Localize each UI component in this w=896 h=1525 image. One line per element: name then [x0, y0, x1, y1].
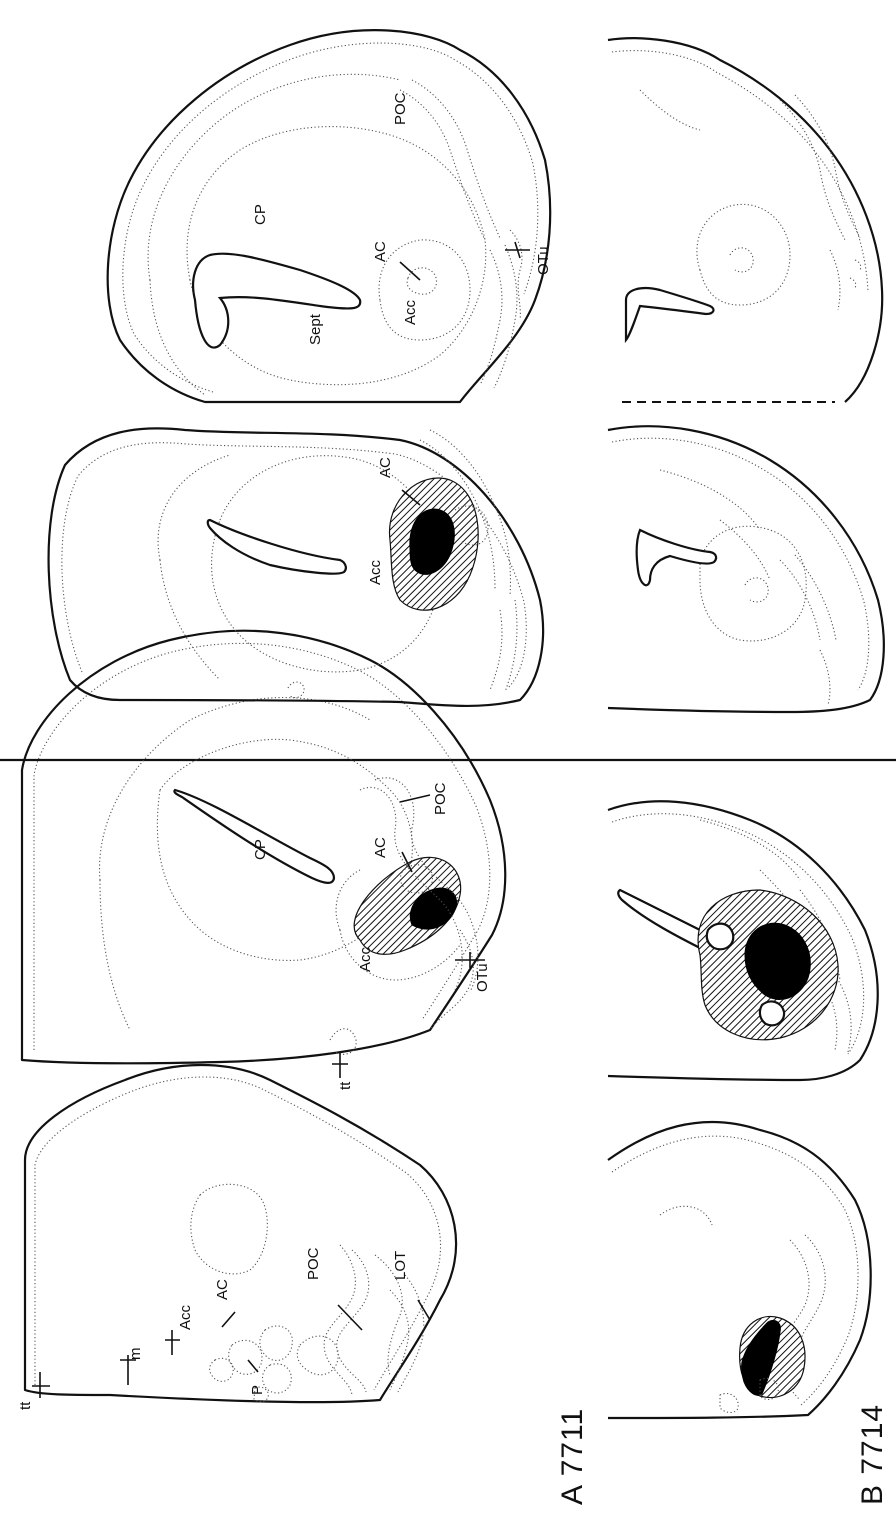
section-a1-poc-layer: [324, 1245, 402, 1395]
panel-b-label: B 7714: [856, 1404, 889, 1505]
section-a1-label-tt: tt: [17, 1401, 34, 1410]
section-a4-ac-leader: [400, 262, 420, 280]
section-a4-label-otu: OTu: [535, 246, 552, 275]
section-a2-poc-leader: [400, 795, 430, 802]
section-a4-label-sept: Sept: [307, 313, 324, 345]
section-b2: [608, 801, 878, 1080]
section-a2-label-ac: AC: [372, 837, 389, 858]
section-a4-outer-layer: [148, 74, 400, 395]
section-a2-label-poc: POC: [432, 782, 449, 815]
section-b4-striatum: [697, 204, 790, 305]
section-b1-outline: [608, 1122, 871, 1418]
section-a2-label-cp: CP: [252, 839, 269, 860]
section-a2-cp-outer: [100, 698, 370, 1031]
section-a1-label-ac: AC: [214, 1279, 231, 1300]
section-a4-outline: [108, 30, 551, 402]
section-b3: [608, 426, 884, 712]
section-a4-label-poc: POC: [392, 92, 409, 125]
panel-a-label: A 7711: [556, 1408, 589, 1505]
section-a1-acc-leader: [165, 1330, 180, 1355]
section-a3-outer-layer: [158, 455, 230, 680]
section-a1-inner-contour: [35, 1077, 441, 1390]
panel-b: B 7714: [608, 38, 889, 1505]
section-a2-tt-leader: [332, 1052, 348, 1078]
section-a4-label-ac: AC: [372, 241, 389, 262]
section-a4-ventricle: [193, 254, 360, 348]
section-a1-acc-region: [297, 1336, 338, 1375]
section-b2-acc-hole: [707, 924, 733, 950]
section-a3: Acc AC: [49, 428, 544, 706]
panel-a: tt m Acc AC P POC LOT t: [17, 30, 589, 1505]
section-a4-label-cp: CP: [252, 204, 269, 225]
section-a3-small-bump: [288, 682, 304, 698]
section-b3-ac-circle: [745, 578, 768, 602]
section-a2-ventricle: [174, 790, 334, 883]
section-b3-layers: [660, 470, 836, 705]
section-a1-outline: [25, 1065, 456, 1402]
section-a2-label-tt: tt: [337, 1081, 354, 1090]
section-a2-label-acc: Acc: [357, 946, 374, 972]
section-b4-outline: [608, 38, 882, 402]
section-b4-otu-dots: [850, 260, 861, 288]
section-b3-ventricle: [637, 530, 716, 585]
section-a4-poc-layer: [400, 80, 517, 388]
section-b4-ventricle: [626, 288, 713, 340]
section-b4: [608, 38, 882, 402]
section-a1-label-acc: Acc: [177, 1304, 194, 1330]
section-a3-ventricle: [208, 520, 346, 574]
section-b2-ac-hole: [760, 1001, 784, 1025]
section-a3-label-acc: Acc: [367, 559, 384, 585]
section-b3-striatum: [700, 526, 806, 641]
section-b1-inner-contour: [612, 1136, 858, 1406]
section-a2-label-otu: OTu: [474, 963, 491, 992]
section-a4: Sept CP Acc AC POC OTu: [108, 30, 552, 402]
section-a4-label-acc: Acc: [402, 299, 419, 325]
section-b1: B 7714: [608, 1122, 889, 1505]
section-a1-poc-leader: [338, 1305, 362, 1330]
section-a4-inner-contour: [123, 43, 538, 392]
section-a3-label-ac: AC: [377, 457, 394, 478]
section-b4-inner-contour: [612, 51, 868, 292]
section-a1-label-m: m: [127, 1348, 144, 1361]
section-a1-ventricle-contour: [191, 1184, 268, 1274]
section-a1-ac-leader: [222, 1312, 235, 1327]
section-b4-layers: [640, 90, 860, 310]
section-a1: tt m Acc AC P POC LOT: [17, 1065, 456, 1410]
section-b4-ac-circle: [730, 248, 753, 272]
section-a1-p-leader: [248, 1360, 258, 1372]
section-a1-label-poc: POC: [305, 1247, 322, 1280]
section-a4-acc-region: [379, 240, 470, 340]
section-a1-label-lot: LOT: [392, 1251, 409, 1280]
section-a1-label-p: P: [249, 1385, 266, 1395]
